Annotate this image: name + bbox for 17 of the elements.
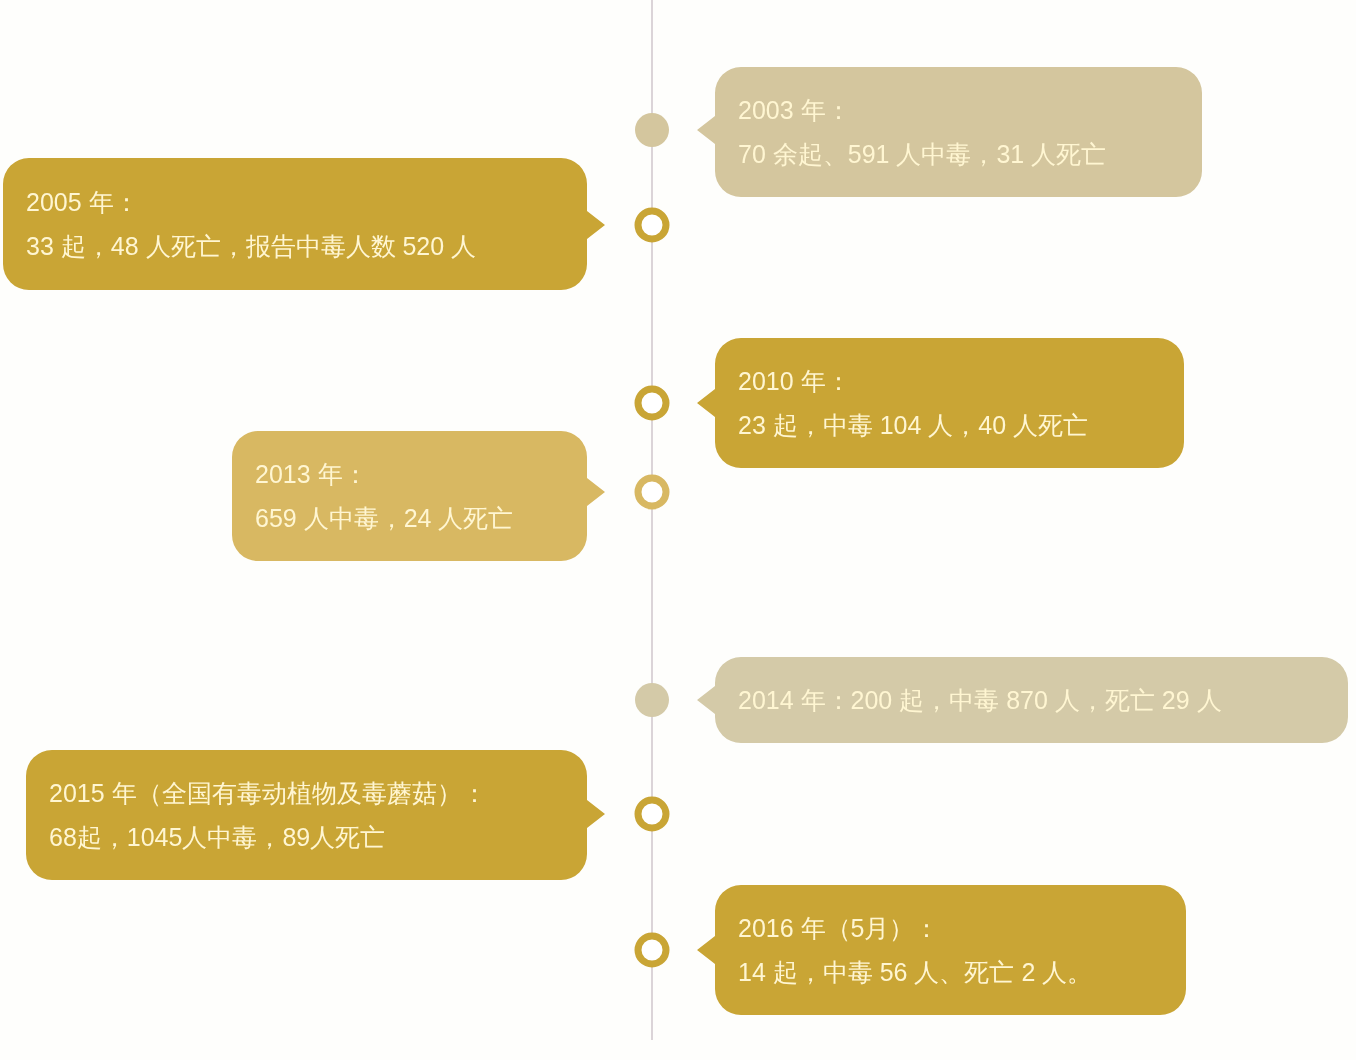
stat-text: 23 起，中毒 104 人，40 人死亡: [738, 410, 1089, 441]
speech-bubble: [697, 67, 1202, 197]
speech-bubble: [697, 338, 1184, 468]
year-heading: 2013 年：: [255, 459, 368, 490]
speech-bubble: [697, 885, 1186, 1015]
stat-text: 68起，1045人中毒，89人死亡: [49, 822, 386, 853]
speech-bubble: [26, 750, 605, 880]
speech-bubble: [697, 657, 1348, 743]
year-heading: 2016 年（5月）：: [738, 913, 940, 944]
year-heading: 2010 年：: [738, 366, 851, 397]
stat-text: 659 人中毒，24 人死亡: [255, 503, 514, 534]
stat-text: 33 起，48 人死亡，报告中毒人数 520 人: [26, 231, 477, 262]
speech-bubble: [3, 158, 605, 290]
year-heading: 2015 年（全国有毒动植物及毒蘑菇）：: [49, 778, 487, 809]
stat-text: 14 起，中毒 56 人、死亡 2 人。: [738, 957, 1093, 988]
year-heading: 2005 年：: [26, 187, 139, 218]
speech-bubble: [232, 431, 605, 561]
